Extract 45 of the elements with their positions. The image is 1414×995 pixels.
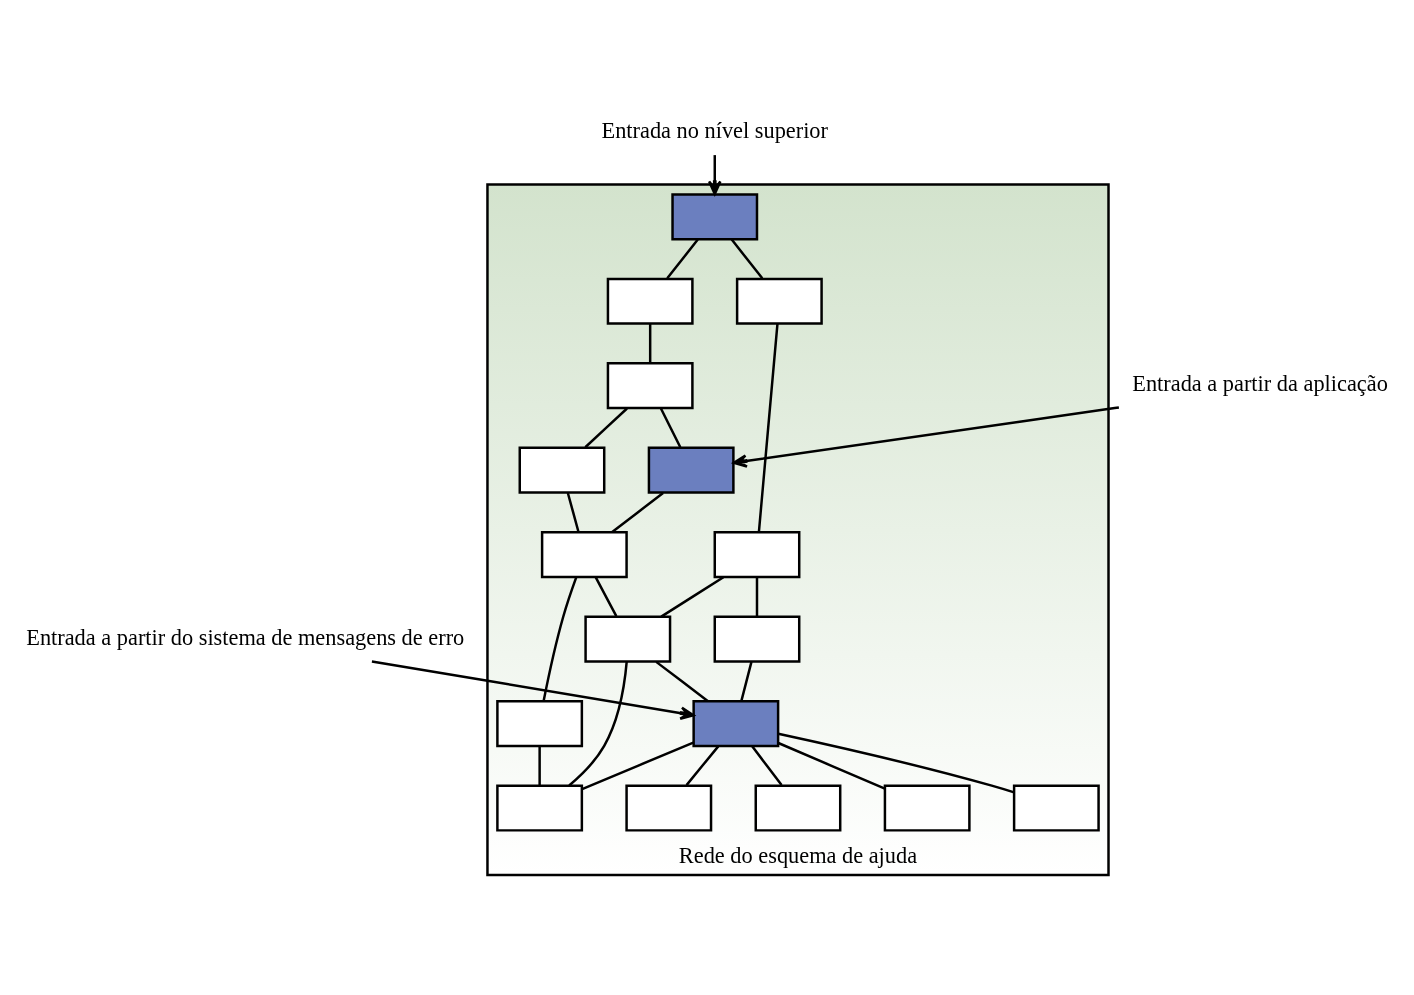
node-box [518, 446, 606, 494]
connector [538, 746, 541, 786]
arrow [371, 660, 695, 720]
node-box [713, 615, 801, 663]
connector [778, 732, 1015, 794]
node-box [735, 277, 823, 325]
node-box [647, 446, 735, 494]
connector [777, 741, 886, 790]
connector [755, 577, 759, 617]
connector [648, 324, 652, 363]
node-box [754, 784, 842, 832]
arrow [707, 155, 722, 196]
node-box [625, 784, 713, 832]
connector [740, 661, 753, 701]
node-text: Entrada a partir da aplicação [1132, 371, 1388, 397]
node-box [883, 784, 971, 832]
connector [581, 741, 694, 791]
node-box [692, 699, 780, 748]
node-box [584, 615, 672, 663]
connector [751, 745, 783, 786]
connector [685, 745, 720, 786]
arrow [732, 406, 1120, 468]
connector [660, 576, 725, 618]
node-box [496, 784, 584, 832]
connector [666, 238, 699, 280]
connector [655, 660, 709, 702]
node-text: Entrada a partir do sistema de mensagens de erro [26, 624, 465, 650]
connector [584, 407, 628, 449]
connector [611, 491, 664, 533]
connector [568, 661, 628, 787]
node-box [1012, 784, 1100, 832]
node-box [671, 193, 759, 241]
connector [566, 492, 580, 533]
connector [757, 323, 779, 533]
connector [542, 576, 578, 702]
cluster: Rede do esquema de ajuda [486, 183, 1110, 877]
node-box [540, 531, 628, 579]
node-box [713, 531, 801, 579]
connector [730, 238, 764, 280]
node-box [606, 277, 694, 325]
connector [594, 576, 618, 617]
connector [659, 407, 682, 448]
node-box [606, 362, 694, 410]
node-text: Entrada no nível superior [601, 117, 829, 143]
node-box [496, 699, 584, 748]
